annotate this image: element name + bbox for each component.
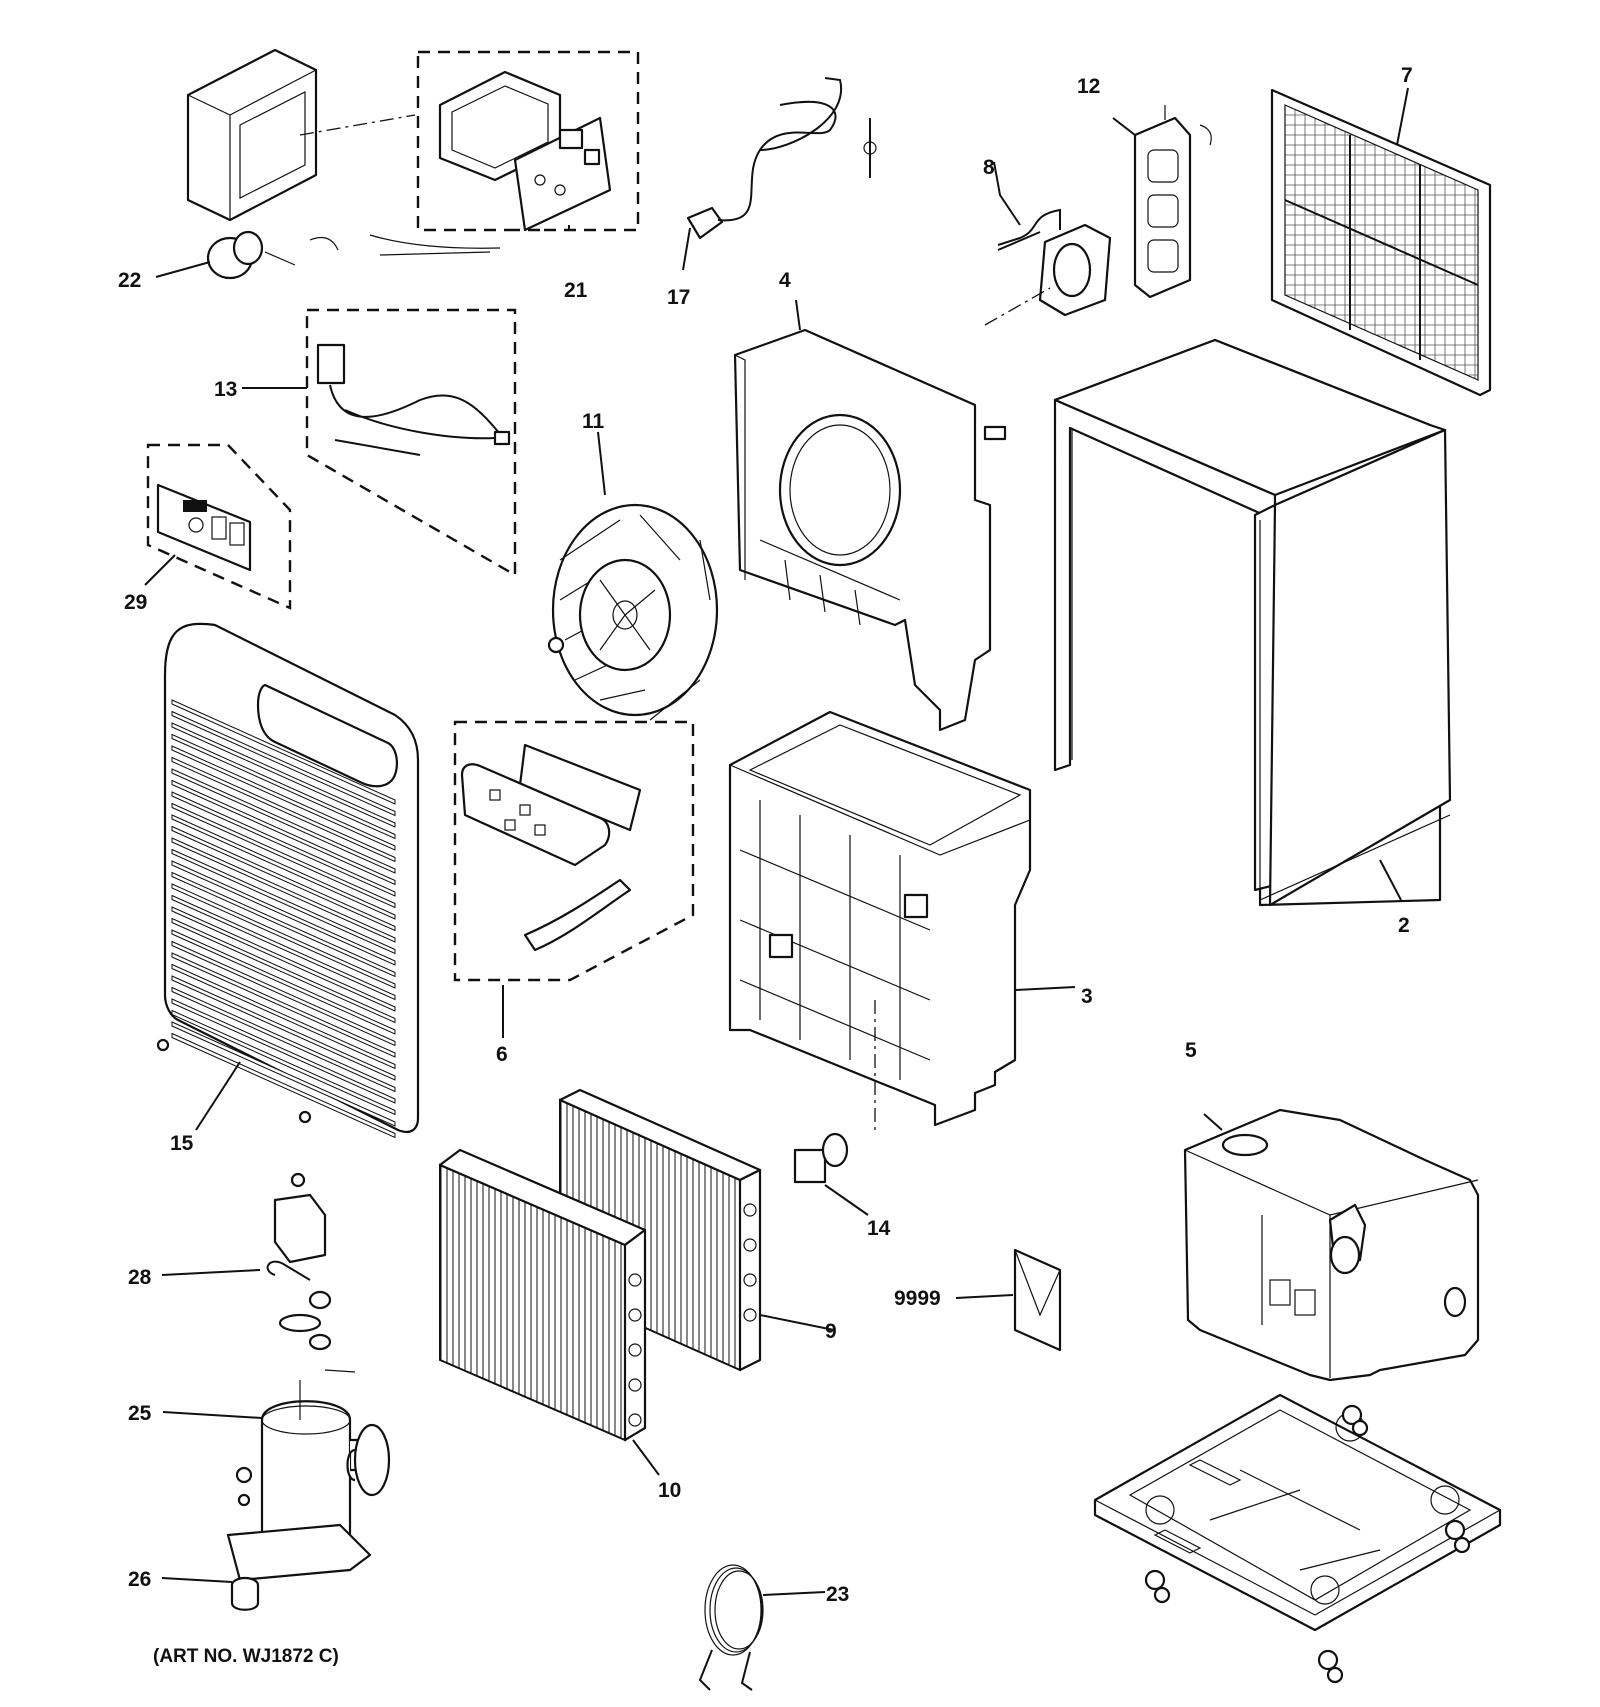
grille-louver	[171, 768, 396, 874]
grille-louver	[171, 1021, 396, 1127]
callout-9999: 9999	[894, 1287, 941, 1310]
part-21-control-board-group	[416, 50, 640, 232]
grille-louver	[171, 1009, 396, 1116]
callout-23: 23	[826, 1583, 849, 1606]
grille-louver	[171, 722, 396, 828]
grille-louver	[171, 756, 396, 863]
callout-14: 14	[867, 1217, 891, 1240]
part-22-electrical-box	[186, 48, 501, 280]
part-8-fan-motor	[984, 208, 1112, 326]
callout-7: 7	[1401, 64, 1413, 87]
part-11-blower-wheel	[547, 503, 719, 721]
part-26-grommet	[230, 1576, 260, 1611]
grille-louver	[171, 917, 396, 1024]
callout-10: 10	[658, 1479, 681, 1502]
grille-louver	[171, 952, 396, 1058]
callout-17: 17	[667, 286, 690, 309]
grille-louver	[171, 1032, 396, 1139]
callout-6: 6	[496, 1043, 508, 1066]
callout-3: 3	[1081, 985, 1093, 1008]
part-13-wire-harness	[305, 308, 517, 578]
callout-15: 15	[170, 1132, 194, 1155]
callout-5: 5	[1185, 1039, 1197, 1062]
grille-louvers	[171, 699, 396, 1139]
art-number: (ART NO. WJ1872 C)	[153, 1646, 339, 1667]
part-10-condenser-coil	[438, 1148, 647, 1442]
grille-louver	[171, 745, 396, 851]
part-12-motor-bracket	[1133, 105, 1212, 299]
callout-13: 13	[214, 378, 237, 401]
grille-louver	[171, 791, 396, 897]
grille-louver	[171, 998, 396, 1104]
part-2-cabinet	[1053, 338, 1452, 907]
part-9999-literature	[1013, 1248, 1062, 1352]
part-15-front-grille	[156, 622, 420, 1139]
part-7-air-filter	[1270, 88, 1492, 397]
part-3-coil-support	[728, 710, 1032, 1127]
grille-louver	[171, 825, 396, 932]
grille-louver	[171, 940, 396, 1047]
callout-labels: 12 7 8 4 11 22 21 17 13 29 15 6 3 2 5 14…	[118, 64, 1413, 1667]
grille-louver	[171, 779, 396, 886]
grille-louver	[171, 848, 396, 955]
grille-louver	[171, 837, 396, 943]
grille-louver	[171, 963, 396, 1070]
part-5-water-bucket	[1183, 1108, 1480, 1382]
base-pan	[1093, 1393, 1502, 1684]
caster-wheels	[1144, 1404, 1471, 1684]
leader-lines	[144, 87, 1409, 1596]
grille-louver	[171, 860, 396, 966]
callout-8: 8	[983, 156, 995, 179]
grille-louver	[171, 986, 396, 1093]
grille-louver	[171, 906, 396, 1012]
part-4-blower-housing	[733, 328, 1007, 732]
callout-22: 22	[118, 269, 141, 292]
callout-25: 25	[128, 1402, 152, 1425]
grille-louver	[171, 883, 396, 989]
part-23-tubing-coil	[698, 1564, 764, 1691]
callout-2: 2	[1398, 914, 1410, 937]
grille-louver	[171, 975, 396, 1081]
grille-louver	[171, 699, 396, 805]
grille-louver	[171, 814, 396, 920]
part-29-control-overlay	[146, 443, 292, 610]
callout-26: 26	[128, 1568, 151, 1591]
grille-louver	[171, 871, 396, 978]
part-17-power-cord	[686, 77, 877, 240]
callout-21: 21	[564, 279, 588, 302]
part-14-float-switch	[793, 1000, 876, 1184]
part-25-compressor	[226, 1172, 391, 1582]
callout-9: 9	[825, 1320, 837, 1343]
callout-29: 29	[124, 591, 147, 614]
grille-louver	[171, 929, 396, 1035]
callout-12: 12	[1077, 75, 1100, 98]
callout-4: 4	[779, 269, 791, 292]
grille-louver	[171, 894, 396, 1001]
grille-louver	[171, 802, 396, 909]
part-6-display-board-group	[453, 720, 695, 982]
grille-louver	[171, 733, 396, 840]
callout-11: 11	[582, 410, 605, 433]
callout-28: 28	[128, 1266, 152, 1289]
grille-louver	[171, 710, 396, 817]
